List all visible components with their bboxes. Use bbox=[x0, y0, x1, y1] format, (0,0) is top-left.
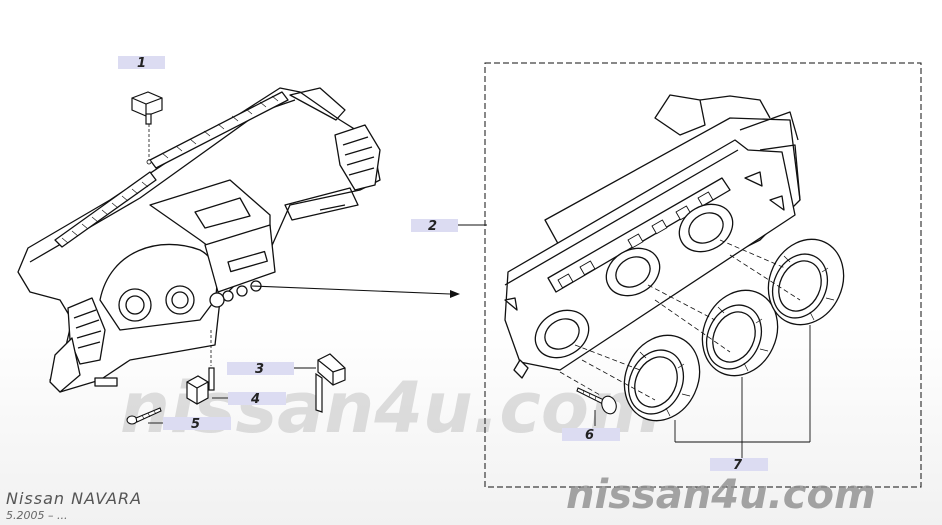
svg-text:5: 5 bbox=[191, 417, 200, 432]
leader-7 bbox=[674, 325, 811, 458]
callout-3: 3 bbox=[227, 362, 294, 377]
callout-2: 2 bbox=[411, 219, 458, 234]
knob-left bbox=[623, 334, 701, 422]
model-title: Nissan NAVARA bbox=[6, 489, 142, 508]
svg-text:2: 2 bbox=[428, 219, 437, 234]
part-2-heater-control-unit bbox=[504, 94, 801, 379]
model-date-range: 5.2005 – ... bbox=[6, 509, 67, 522]
svg-text:7: 7 bbox=[733, 458, 743, 473]
knob-right bbox=[767, 238, 845, 326]
knob-middle bbox=[701, 289, 779, 377]
callout-6: 6 bbox=[562, 428, 620, 443]
svg-text:4: 4 bbox=[250, 392, 260, 407]
part-1-clip bbox=[131, 91, 163, 125]
callout-7: 7 bbox=[710, 458, 768, 473]
part-6-screw bbox=[576, 387, 617, 415]
svg-text:6: 6 bbox=[585, 428, 594, 443]
svg-text:1: 1 bbox=[137, 56, 146, 71]
callout-5: 5 bbox=[163, 417, 231, 432]
part-5-screw bbox=[126, 407, 162, 425]
part-7-knobs bbox=[623, 238, 845, 422]
watermark-corner: nissan4u.com bbox=[566, 472, 876, 518]
dashboard-assembly bbox=[17, 87, 381, 393]
part-3-sensor bbox=[315, 353, 346, 413]
callout-1: 1 bbox=[118, 56, 165, 71]
part-4-block bbox=[186, 367, 215, 405]
callout-4: 4 bbox=[228, 392, 286, 407]
pointer-line bbox=[251, 285, 451, 295]
detail-box bbox=[484, 62, 922, 488]
svg-text:3: 3 bbox=[255, 362, 264, 377]
